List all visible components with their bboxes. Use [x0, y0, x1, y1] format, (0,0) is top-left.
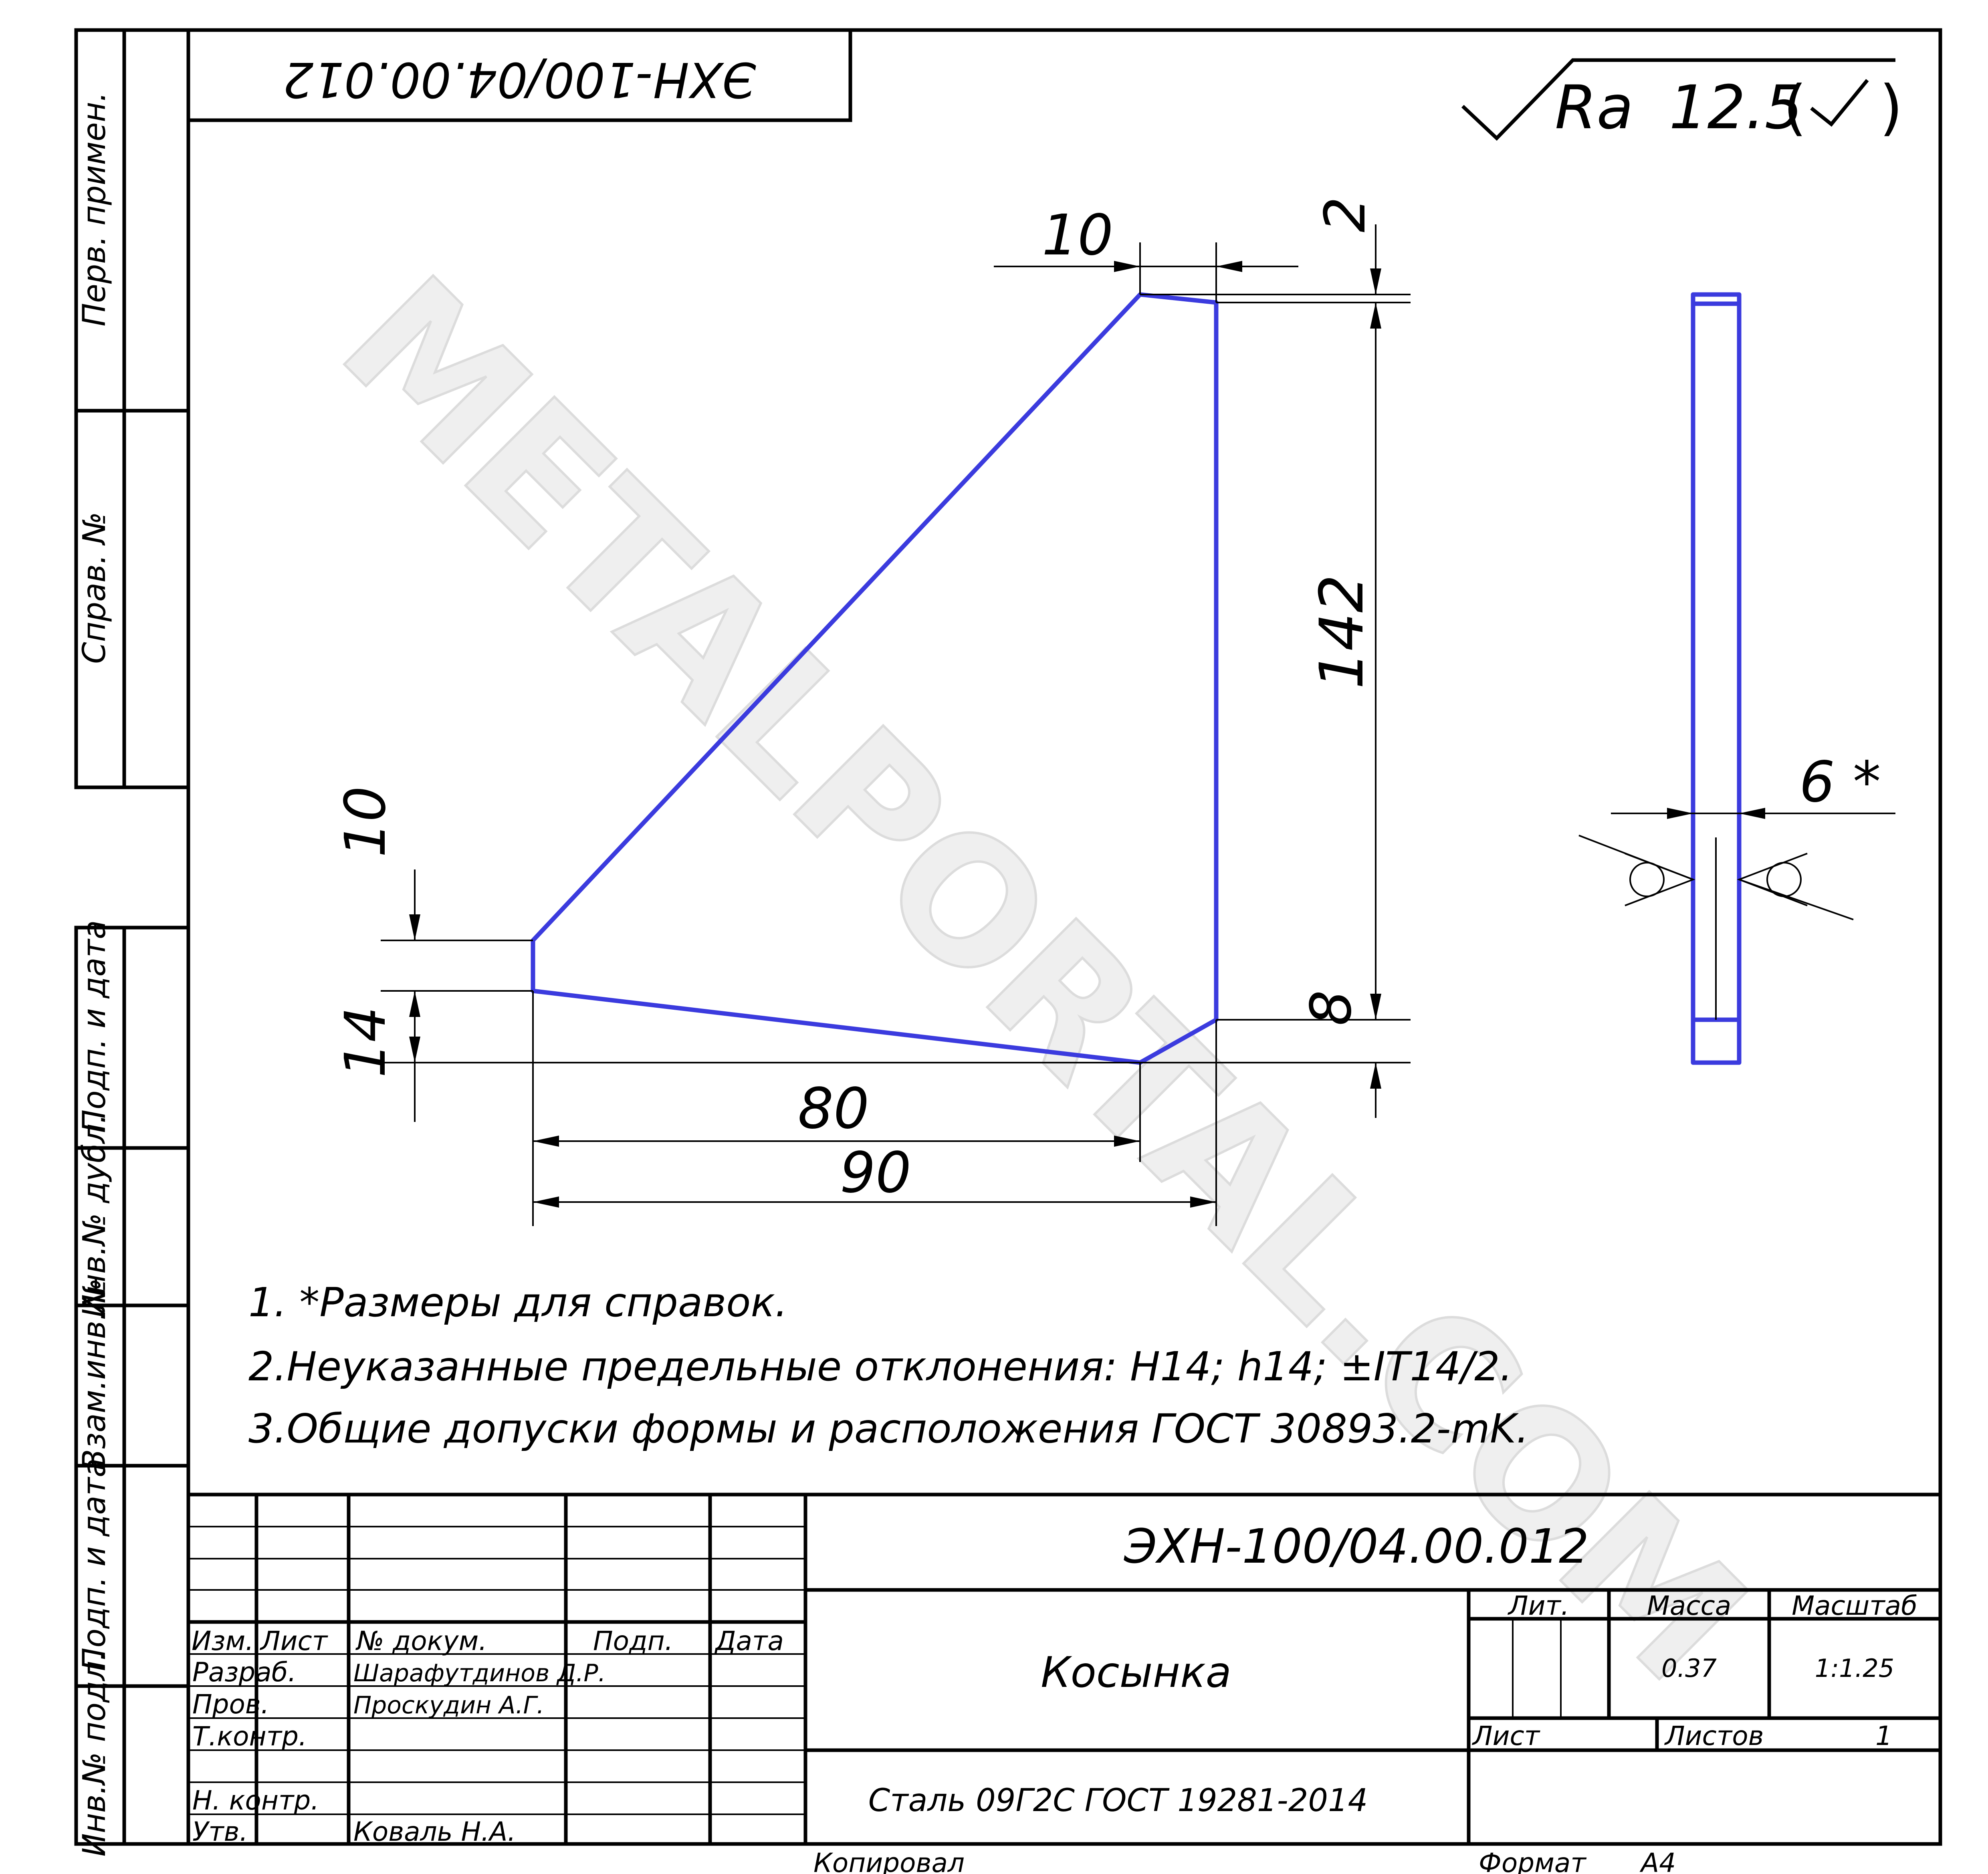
tb-person-prov: Проскудин А.Г.: [353, 1691, 544, 1719]
dim-142: 142: [1307, 303, 1381, 1020]
note-3: 3.Общие допуски формы и расположения ГОС…: [248, 1405, 1529, 1452]
note-1: 1. *Размеры для справок.: [248, 1279, 788, 1326]
dim-14: 14: [333, 991, 1140, 1122]
tb-hdr-list: Лист: [260, 1626, 329, 1656]
tb-part-name: Косынка: [1041, 1648, 1231, 1697]
dim-10-top: 10: [994, 203, 1298, 303]
dim-8: 8: [1140, 990, 1411, 1118]
dim-2: 2: [1140, 197, 1411, 303]
side-sprav-no: Справ. №: [77, 512, 113, 664]
tb-role-prov: Пров.: [192, 1689, 269, 1720]
dim-142-text: 142: [1307, 575, 1377, 689]
tb-scale-value: 1:1.25: [1815, 1654, 1894, 1683]
dim-80: 80: [532, 991, 1141, 1226]
roughness-close-paren: ): [1879, 73, 1903, 143]
side-podp-data-2: Подп. и дата: [77, 1458, 113, 1671]
dim-6-text: 6 *: [1799, 750, 1881, 815]
roughness-open-paren: (: [1783, 73, 1807, 143]
tb-role-tkontr: Т.контр.: [192, 1721, 307, 1752]
roughness-symbol: Ra 12.5 ( ): [1461, 58, 1903, 143]
side-podp-data-1: Подп. и дата: [77, 920, 113, 1133]
tb-sheet-label: Лист: [1472, 1721, 1541, 1751]
dim-2-text: 2: [1313, 197, 1378, 232]
watermark-text: METALPORTAL.COM: [304, 240, 1783, 1719]
dim-10-left: 10: [333, 786, 533, 1017]
side-view: [1578, 292, 1854, 1065]
tb-lit-label: Лит.: [1508, 1590, 1569, 1621]
tb-person-razrab: Шарафутдинов Д.Р.: [353, 1659, 606, 1687]
tb-mass-label: Масса: [1647, 1590, 1731, 1621]
tb-sheets-value: 1: [1875, 1721, 1892, 1751]
dim-90-text: 90: [840, 1140, 911, 1206]
note-2: 2.Неуказанные предельные отклонения: H14…: [248, 1343, 1513, 1390]
tb-role-utv: Утв.: [192, 1816, 248, 1847]
designation-top-text: ЭХН-100/04.00.012: [283, 51, 756, 107]
tb-hdr-data: Дата: [714, 1626, 784, 1656]
side-perv-primen: Перв. примен.: [77, 92, 113, 327]
dim-90: 90: [533, 1020, 1217, 1226]
tb-mass-value: 0.37: [1661, 1654, 1717, 1683]
tb-person-utv: Коваль Н.А.: [353, 1816, 516, 1847]
tb-role-nkontr: Н. контр.: [192, 1785, 319, 1816]
tb-hdr-izm: Изм.: [192, 1626, 254, 1656]
technical-notes: 1. *Размеры для справок. 2.Неуказанные п…: [248, 1279, 1529, 1452]
roughness-value: 12.5: [1669, 73, 1803, 143]
footer-format-label: Формат: [1479, 1848, 1587, 1874]
side-inv-podl: Инв.№ подл.: [77, 1651, 113, 1856]
side-strip: Перв. примен. Справ. № Подп. и дата Инв.…: [74, 28, 190, 1857]
dim-80-text: 80: [798, 1076, 869, 1142]
tb-scale-label: Масштаб: [1792, 1590, 1917, 1621]
tb-sheets-label: Листов: [1664, 1721, 1764, 1751]
side-vzam-inv: Взам.инв.№: [77, 1278, 113, 1471]
tb-hdr-doc: № докум.: [355, 1626, 487, 1656]
dim-6: 6 *: [1611, 750, 1895, 819]
dim-8-text: 8: [1299, 990, 1364, 1026]
tb-designation: ЭХН-100/04.00.012: [1124, 1519, 1589, 1574]
designation-top-box: ЭХН-100/04.00.012: [188, 30, 852, 122]
tb-material: Сталь 09Г2С ГОСТ 19281-2014: [868, 1783, 1368, 1819]
roughness-prefix: Ra: [1555, 73, 1633, 143]
tb-role-razrab: Разраб.: [192, 1657, 296, 1688]
tb-hdr-podp: Подп.: [593, 1626, 673, 1656]
footer-format-value: A4: [1639, 1848, 1676, 1874]
dim-14-text: 14: [333, 1007, 398, 1078]
dim-10-top-text: 10: [1042, 203, 1113, 268]
footer-copied: Копировал: [813, 1848, 965, 1874]
dim-10-left-text: 10: [333, 786, 398, 857]
title-block: ЭХН-100/04.00.012 Косынка Сталь 09Г2С ГО…: [186, 1493, 1942, 1847]
side-inv-dubl: Инв.№ дубл.: [77, 1114, 113, 1318]
